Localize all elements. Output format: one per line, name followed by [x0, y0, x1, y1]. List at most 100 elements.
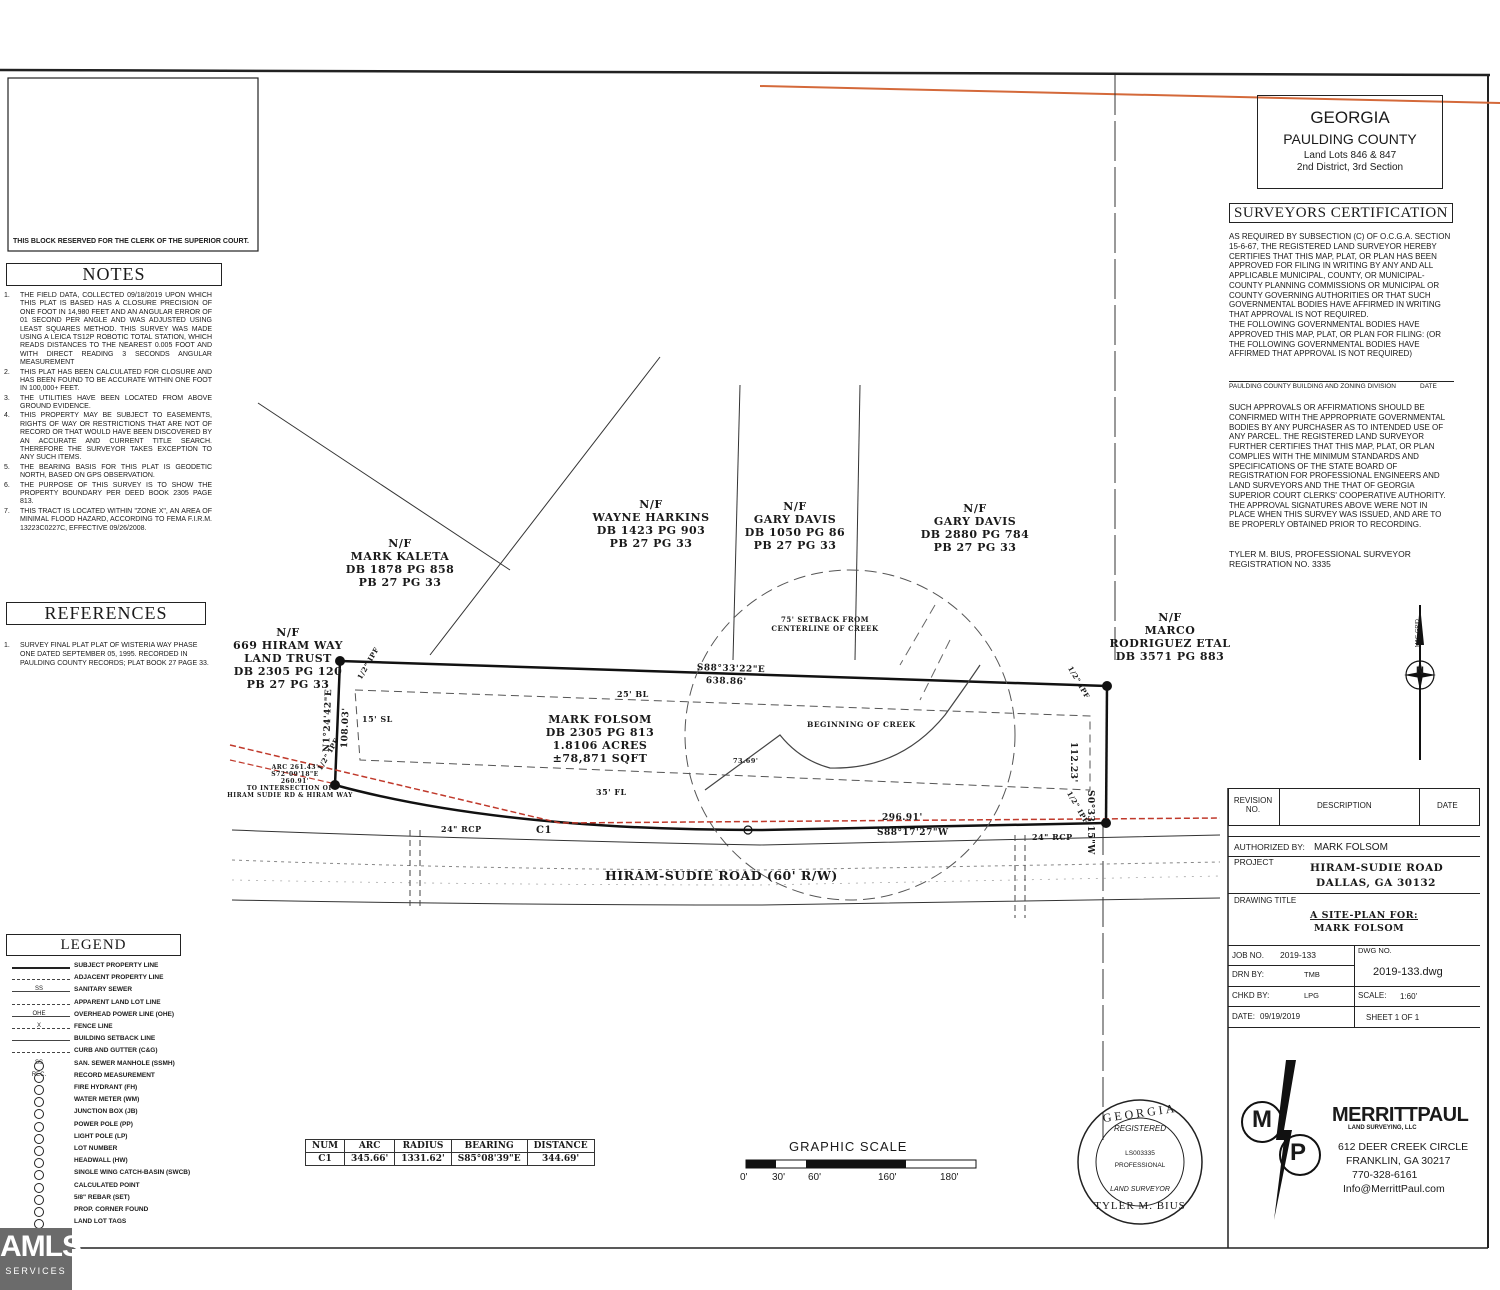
graphic-scale-title: GRAPHIC SCALE — [789, 1139, 908, 1154]
revision-table: REVISION NO. DESCRIPTION DATE — [1228, 788, 1480, 826]
county-name: PAULDING COUNTY — [1283, 131, 1417, 147]
legend-symbol: REC. — [31, 1071, 47, 1078]
legend-label: JUNCTION BOX (JB) — [74, 1108, 138, 1116]
authorized-value: MARK FOLSOM — [1314, 842, 1388, 853]
note-text: THIS TRACT IS LOCATED WITHIN "ZONE X", A… — [20, 507, 212, 532]
dwg-value: 2019-133.dwg — [1373, 966, 1443, 978]
scale-value: 1:60' — [1400, 992, 1418, 1001]
legend-label: BUILDING SETBACK LINE — [74, 1035, 156, 1043]
owner-mark-kaleta: DB 1878 PG 858 — [345, 563, 455, 576]
legend-label: CALCULATED POINT — [74, 1181, 140, 1189]
reference-number: 1. — [4, 642, 10, 649]
signature-label: PAULDING COUNTY BUILDING AND ZONING DIVI… — [1229, 383, 1396, 390]
owner-wayne-harkins: PB 27 PG 33 — [609, 537, 693, 550]
note-text: THIS PLAT HAS BEEN CALCULATED FOR CLOSUR… — [20, 368, 212, 393]
note-item: 4.THIS PROPERTY MAY BE SUBJECT TO EASEME… — [4, 412, 212, 462]
legend-symbol — [10, 962, 68, 972]
creek-beginning-label: BEGINNING OF CREEK — [807, 720, 916, 729]
legend-label: LOT NUMBER — [74, 1145, 118, 1152]
note-item: 7.THIS TRACT IS LOCATED WITHIN "ZONE X",… — [4, 508, 212, 533]
note-number: 3. — [4, 394, 10, 402]
curve-table-cell: C1 — [304, 1152, 346, 1166]
note-item: 5.THE BEARING BASIS FOR THIS PLAT IS GEO… — [4, 464, 212, 481]
scale-tick-label: 60' — [808, 1172, 822, 1183]
references-title-box: REFERENCES — [6, 602, 206, 625]
legend-symbol — [10, 1206, 68, 1216]
note-item: 1.THE FIELD DATA, COLLECTED 09/18/2019 U… — [4, 292, 212, 368]
owner-marco-rodriguez: N/F — [1158, 611, 1182, 624]
owner-gary-davis-1: PB 27 PG 33 — [753, 539, 837, 552]
front-setback-label: 35' FL — [596, 787, 627, 797]
certification-title: SURVEYORS CERTIFICATION — [1234, 205, 1448, 221]
legend-label: FENCE LINE — [74, 1023, 113, 1030]
drawing-title-label: DRAWING TITLE — [1234, 896, 1297, 905]
legend-symbol — [10, 1096, 68, 1106]
legend-symbol-icon — [34, 1182, 44, 1193]
drn-label: DRN BY: — [1232, 970, 1265, 979]
owner-mark-kaleta: PB 27 PG 33 — [358, 576, 442, 589]
arc-note: S72°09'18"E — [271, 771, 319, 778]
scale-tick-label: 160' — [878, 1172, 897, 1183]
certification-p1: AS REQUIRED BY SUBSECTION (C) OF O.C.G.A… — [1229, 232, 1451, 319]
west-line-distance: 108.03' — [340, 707, 352, 749]
side-setback-label: 15' SL — [362, 714, 393, 724]
scale-label: SCALE: — [1358, 991, 1387, 1000]
curve-table-cell: S85°08'39"E — [450, 1152, 528, 1166]
logo-bolt-icon — [1241, 1060, 1321, 1220]
reference-item: 1.SURVEY FINAL PLAT PLAT OF WISTERIA WAY… — [4, 642, 212, 668]
owner-marco-rodriguez: DB 3571 PG 883 — [1115, 650, 1225, 663]
legend-symbol-icon — [34, 1133, 44, 1144]
district: 2nd District, 3rd Section — [1296, 162, 1404, 173]
owner-hiram-way-trust: N/F — [276, 626, 300, 639]
references-title: REFERENCES — [44, 603, 168, 623]
legend-symbol-icon — [34, 1060, 44, 1071]
notes-title-box: NOTES — [6, 263, 222, 286]
curve-table-cell: 344.69' — [526, 1152, 595, 1166]
note-text: THIS PROPERTY MAY BE SUBJECT TO EASEMENT… — [20, 412, 212, 462]
legend-title: LEGEND — [60, 937, 127, 953]
curve-label: C1 — [536, 825, 552, 836]
authorized-label: AUTHORIZED BY: — [1234, 842, 1305, 852]
legend-label: LIGHT POLE (LP) — [74, 1132, 128, 1140]
legend-label: ADJACENT PROPERTY LINE — [74, 974, 164, 982]
company-name: MERRITTPAUL — [1332, 1104, 1469, 1126]
north-arrow-icon: N — [1416, 665, 1424, 677]
note-number: 2. — [4, 368, 10, 376]
legend-label: 5/8" REBAR (SET) — [74, 1193, 130, 1201]
revision-col-no: REVISION NO. — [1233, 796, 1273, 814]
revision-col-description: DESCRIPTION — [1317, 801, 1372, 810]
legend-label: HEADWALL (HW) — [74, 1157, 128, 1165]
rear-setback-label: 25' BL — [617, 689, 649, 699]
arc-note: ARC 261.43' — [271, 764, 319, 771]
curve-table-cell: 1331.62' — [394, 1152, 452, 1166]
legend-label: SAN. SEWER MANHOLE (SSMH) — [74, 1059, 175, 1067]
owner-wayne-harkins: WAYNE HARKINS — [592, 511, 710, 524]
creek-setback-label: CENTERLINE OF CREEK — [771, 624, 879, 633]
scale-tick-label: 180' — [940, 1172, 959, 1183]
project-line2: DALLAS, GA 30132 — [1316, 877, 1436, 889]
parcel-label: 1.8106 ACRES — [552, 739, 648, 752]
certification-p2: THE FOLLOWING GOVERNMENTAL BODIES HAVE A… — [1229, 320, 1442, 359]
note-text: THE FIELD DATA, COLLECTED 09/18/2019 UPO… — [20, 292, 212, 367]
legend-symbol-icon — [34, 1121, 44, 1132]
north-line-bearing: S88°33'22"E — [696, 663, 766, 676]
south-line-bearing: S88°17'27"W — [877, 828, 949, 838]
legend-line — [12, 1015, 70, 1017]
legend-symbol-icon — [34, 1146, 44, 1156]
logo-letter-p: P — [1290, 1139, 1307, 1166]
owner-gary-davis-1: GARY DAVIS — [753, 513, 837, 526]
south-line-distance: 296.91' — [882, 813, 923, 823]
curve-table-cell: 345.66' — [344, 1152, 396, 1166]
legend-symbol-icon — [34, 1158, 44, 1169]
job-value: 2019-133 — [1280, 950, 1316, 960]
note-item: 3.THE UTILITIES HAVE BEEN LOCATED FROM A… — [4, 395, 212, 412]
date-field-label: DATE: — [1232, 1012, 1255, 1021]
legend-symbol-icon — [34, 1170, 44, 1181]
creek-setback-label: 75' SETBACK FROM — [781, 615, 869, 624]
road-name: HIRAM-SUDIE ROAD (60' R/W) — [605, 868, 838, 883]
owner-gary-davis-2: PB 27 PG 33 — [933, 541, 1017, 554]
owner-wayne-harkins: N/F — [639, 498, 663, 511]
